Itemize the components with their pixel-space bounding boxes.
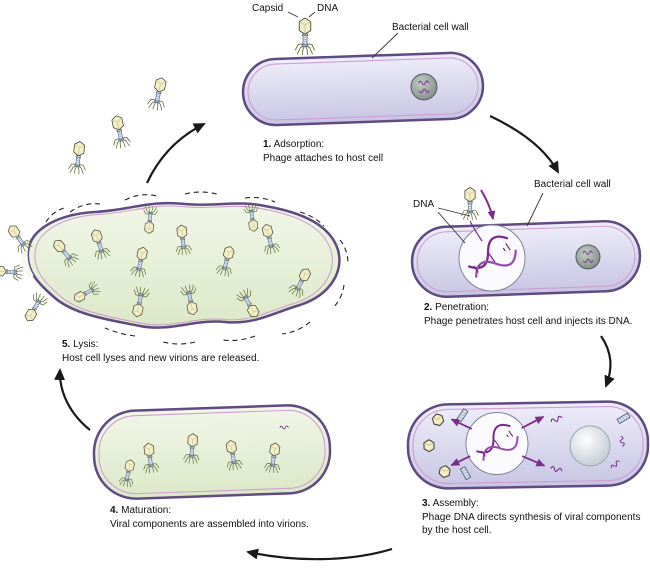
- arrow-adsorption-to-penetration: [489, 115, 559, 174]
- arrow-penetration-to-assembly: [600, 335, 615, 388]
- escaping-phage: [0, 262, 24, 282]
- dna-strand-entering: [469, 220, 483, 242]
- stage-description: Phage DNA directs synthesis of viral com…: [422, 511, 641, 537]
- stage-description: Phage penetrates host cell and injects i…: [424, 315, 633, 327]
- stage-4-title-line: 4. Maturation:: [110, 504, 350, 518]
- arrow-maturation-to-lysis: [54, 368, 91, 431]
- lysis-burst-dashes: [45, 191, 349, 345]
- arrow-assembly-to-maturation: [246, 547, 393, 561]
- phage-adsorbing: [295, 17, 315, 56]
- stage-1-title-line: 1. Adsorption:: [263, 138, 453, 152]
- stage-number: 2.: [424, 302, 433, 313]
- bacterial-cell-wall-label-2: Bacterial cell wall: [534, 179, 611, 190]
- label-leader-lines-top: [287, 11, 399, 59]
- dna-label-top: DNA: [317, 3, 339, 14]
- stage-number: 3.: [422, 498, 431, 509]
- dna-injection-arrow: [480, 189, 496, 220]
- escaping-phage: [20, 290, 50, 325]
- nucleoid: [410, 73, 438, 101]
- stage-2-caption: 2. Penetration: Phage penetrates host ce…: [424, 301, 650, 328]
- stage-number: 4.: [110, 505, 119, 516]
- stage-5-title-line: 5. Lysis:: [62, 338, 312, 352]
- cycle-arrows: [54, 115, 615, 561]
- stage-3-caption: 3. Assembly: Phage DNA directs synthesis…: [422, 497, 648, 538]
- lysing-cell-stage-5: [0, 191, 349, 345]
- synthesis-arrows: [450, 415, 546, 467]
- stage-title: Penetration:: [435, 302, 490, 313]
- released-virions: [67, 75, 171, 175]
- stage-5-caption: 5. Lysis: Host cell lyses and new virion…: [62, 338, 312, 365]
- stage-1-caption: 1. Adsorption: Phage attaches to host ce…: [263, 138, 453, 165]
- host-cell-stage-1: [241, 51, 485, 127]
- host-cell-stage-2: [410, 219, 642, 299]
- arrow-lysis-to-adsorption: [146, 123, 206, 184]
- stage-3-title-line: 3. Assembly:: [422, 497, 648, 511]
- host-cell-stage-3: [406, 400, 650, 490]
- stage-number: 1.: [263, 139, 272, 150]
- stage-description: Viral components are assembled into viri…: [110, 518, 309, 530]
- bacterial-cell-wall-label-1: Bacterial cell wall: [392, 22, 469, 33]
- stage-title: Maturation:: [121, 505, 172, 516]
- stage-2-title-line: 2. Penetration:: [424, 301, 650, 315]
- stage-title: Adsorption:: [273, 139, 325, 150]
- stage-description: Host cell lyses and new virions are rele…: [62, 352, 260, 364]
- stage-description: Phage attaches to host cell: [263, 152, 384, 164]
- nucleoid: [575, 244, 601, 270]
- stage-title: Assembly:: [432, 498, 479, 509]
- label-leader-lines-stage-2: [437, 192, 544, 244]
- dna-label-stage-2: DNA: [413, 199, 435, 210]
- stage-number: 5.: [62, 339, 71, 350]
- stage-title: Lysis:: [73, 339, 99, 350]
- membrane-rupture: [21, 239, 34, 279]
- host-cell-stage-4: [92, 404, 332, 500]
- capsid-label: Capsid: [252, 3, 284, 14]
- host-sphere: [569, 425, 611, 467]
- stage-4-caption: 4. Maturation: Viral components are asse…: [110, 504, 350, 531]
